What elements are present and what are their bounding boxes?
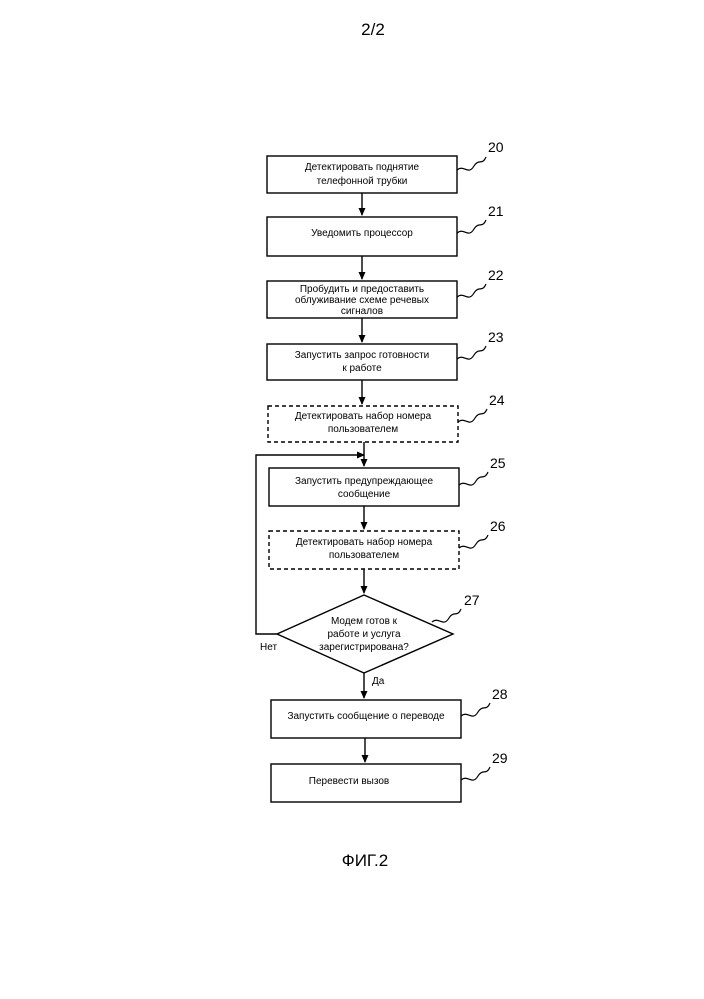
leader-26 — [459, 535, 488, 548]
step-28: Запустить сообщение о переводе — [271, 700, 461, 738]
step-27-line-3: зарегистрирована? — [319, 642, 409, 653]
ref-24: 24 — [489, 392, 505, 408]
step-25: Запустить предупреждающее сообщение — [269, 468, 459, 506]
step-28-line-1: Запустить сообщение о переводе — [287, 710, 445, 722]
step-27-line-1: Модем готов к — [331, 616, 398, 627]
ref-29: 29 — [492, 750, 508, 766]
ref-20: 20 — [488, 139, 504, 155]
step-22-line-1: Пробудить и предоставить — [300, 283, 424, 295]
leader-25 — [459, 472, 488, 485]
leader-22 — [457, 284, 486, 297]
step-23: Запустить запрос готовности к работе — [267, 344, 457, 380]
branch-yes-label: Да — [372, 676, 385, 687]
branch-no-label: Нет — [260, 642, 277, 653]
step-21: Уведомить процессор — [267, 217, 457, 256]
step-24-line-2: пользователем — [328, 424, 398, 435]
leader-27 — [432, 609, 461, 622]
leader-20 — [457, 157, 486, 170]
figure-caption: ФИГ.2 — [0, 851, 704, 871]
step-24: Детектировать набор номера пользователем — [268, 406, 458, 442]
step-25-line-1: Запустить предупреждающее — [295, 476, 433, 487]
ref-25: 25 — [490, 455, 506, 471]
step-29: Перевести вызов — [271, 764, 461, 802]
step-27-decision: Модем готов к работе и услуга зарегистри… — [277, 595, 453, 673]
step-27-line-2: работе и услуга — [327, 628, 401, 640]
ref-21: 21 — [488, 203, 504, 219]
step-21-line-1: Уведомить процессор — [311, 228, 413, 239]
step-20: Детектировать поднятие телефонной трубки — [267, 156, 457, 193]
step-26-line-2: пользователем — [329, 550, 399, 561]
leader-28 — [461, 703, 490, 716]
step-22-line-2: облуживание схеме речевых — [295, 294, 429, 306]
step-25-box — [269, 468, 459, 506]
ref-28: 28 — [492, 686, 508, 702]
step-23-line-1: Запустить запрос готовности — [295, 350, 429, 361]
ref-27: 27 — [464, 592, 480, 608]
step-25-line-2: сообщение — [338, 488, 391, 500]
step-20-line-2: телефонной трубки — [317, 175, 408, 187]
step-26: Детектировать набор номера пользователем — [269, 531, 459, 569]
ref-26: 26 — [490, 518, 506, 534]
step-22: Пробудить и предоставить облуживание схе… — [267, 281, 457, 318]
leader-23 — [457, 346, 486, 359]
step-22-line-3: сигналов — [341, 306, 383, 317]
leader-29 — [461, 767, 490, 780]
step-24-line-1: Детектировать набор номера — [295, 410, 432, 422]
step-20-line-1: Детектировать поднятие — [305, 162, 420, 173]
step-29-line-1: Перевести вызов — [309, 776, 389, 787]
ref-23: 23 — [488, 329, 504, 345]
leader-24 — [458, 409, 487, 422]
ref-22: 22 — [488, 267, 504, 283]
step-23-line-2: к работе — [342, 362, 382, 374]
step-26-line-1: Детектировать набор номера — [296, 536, 433, 548]
leader-21 — [457, 220, 486, 233]
